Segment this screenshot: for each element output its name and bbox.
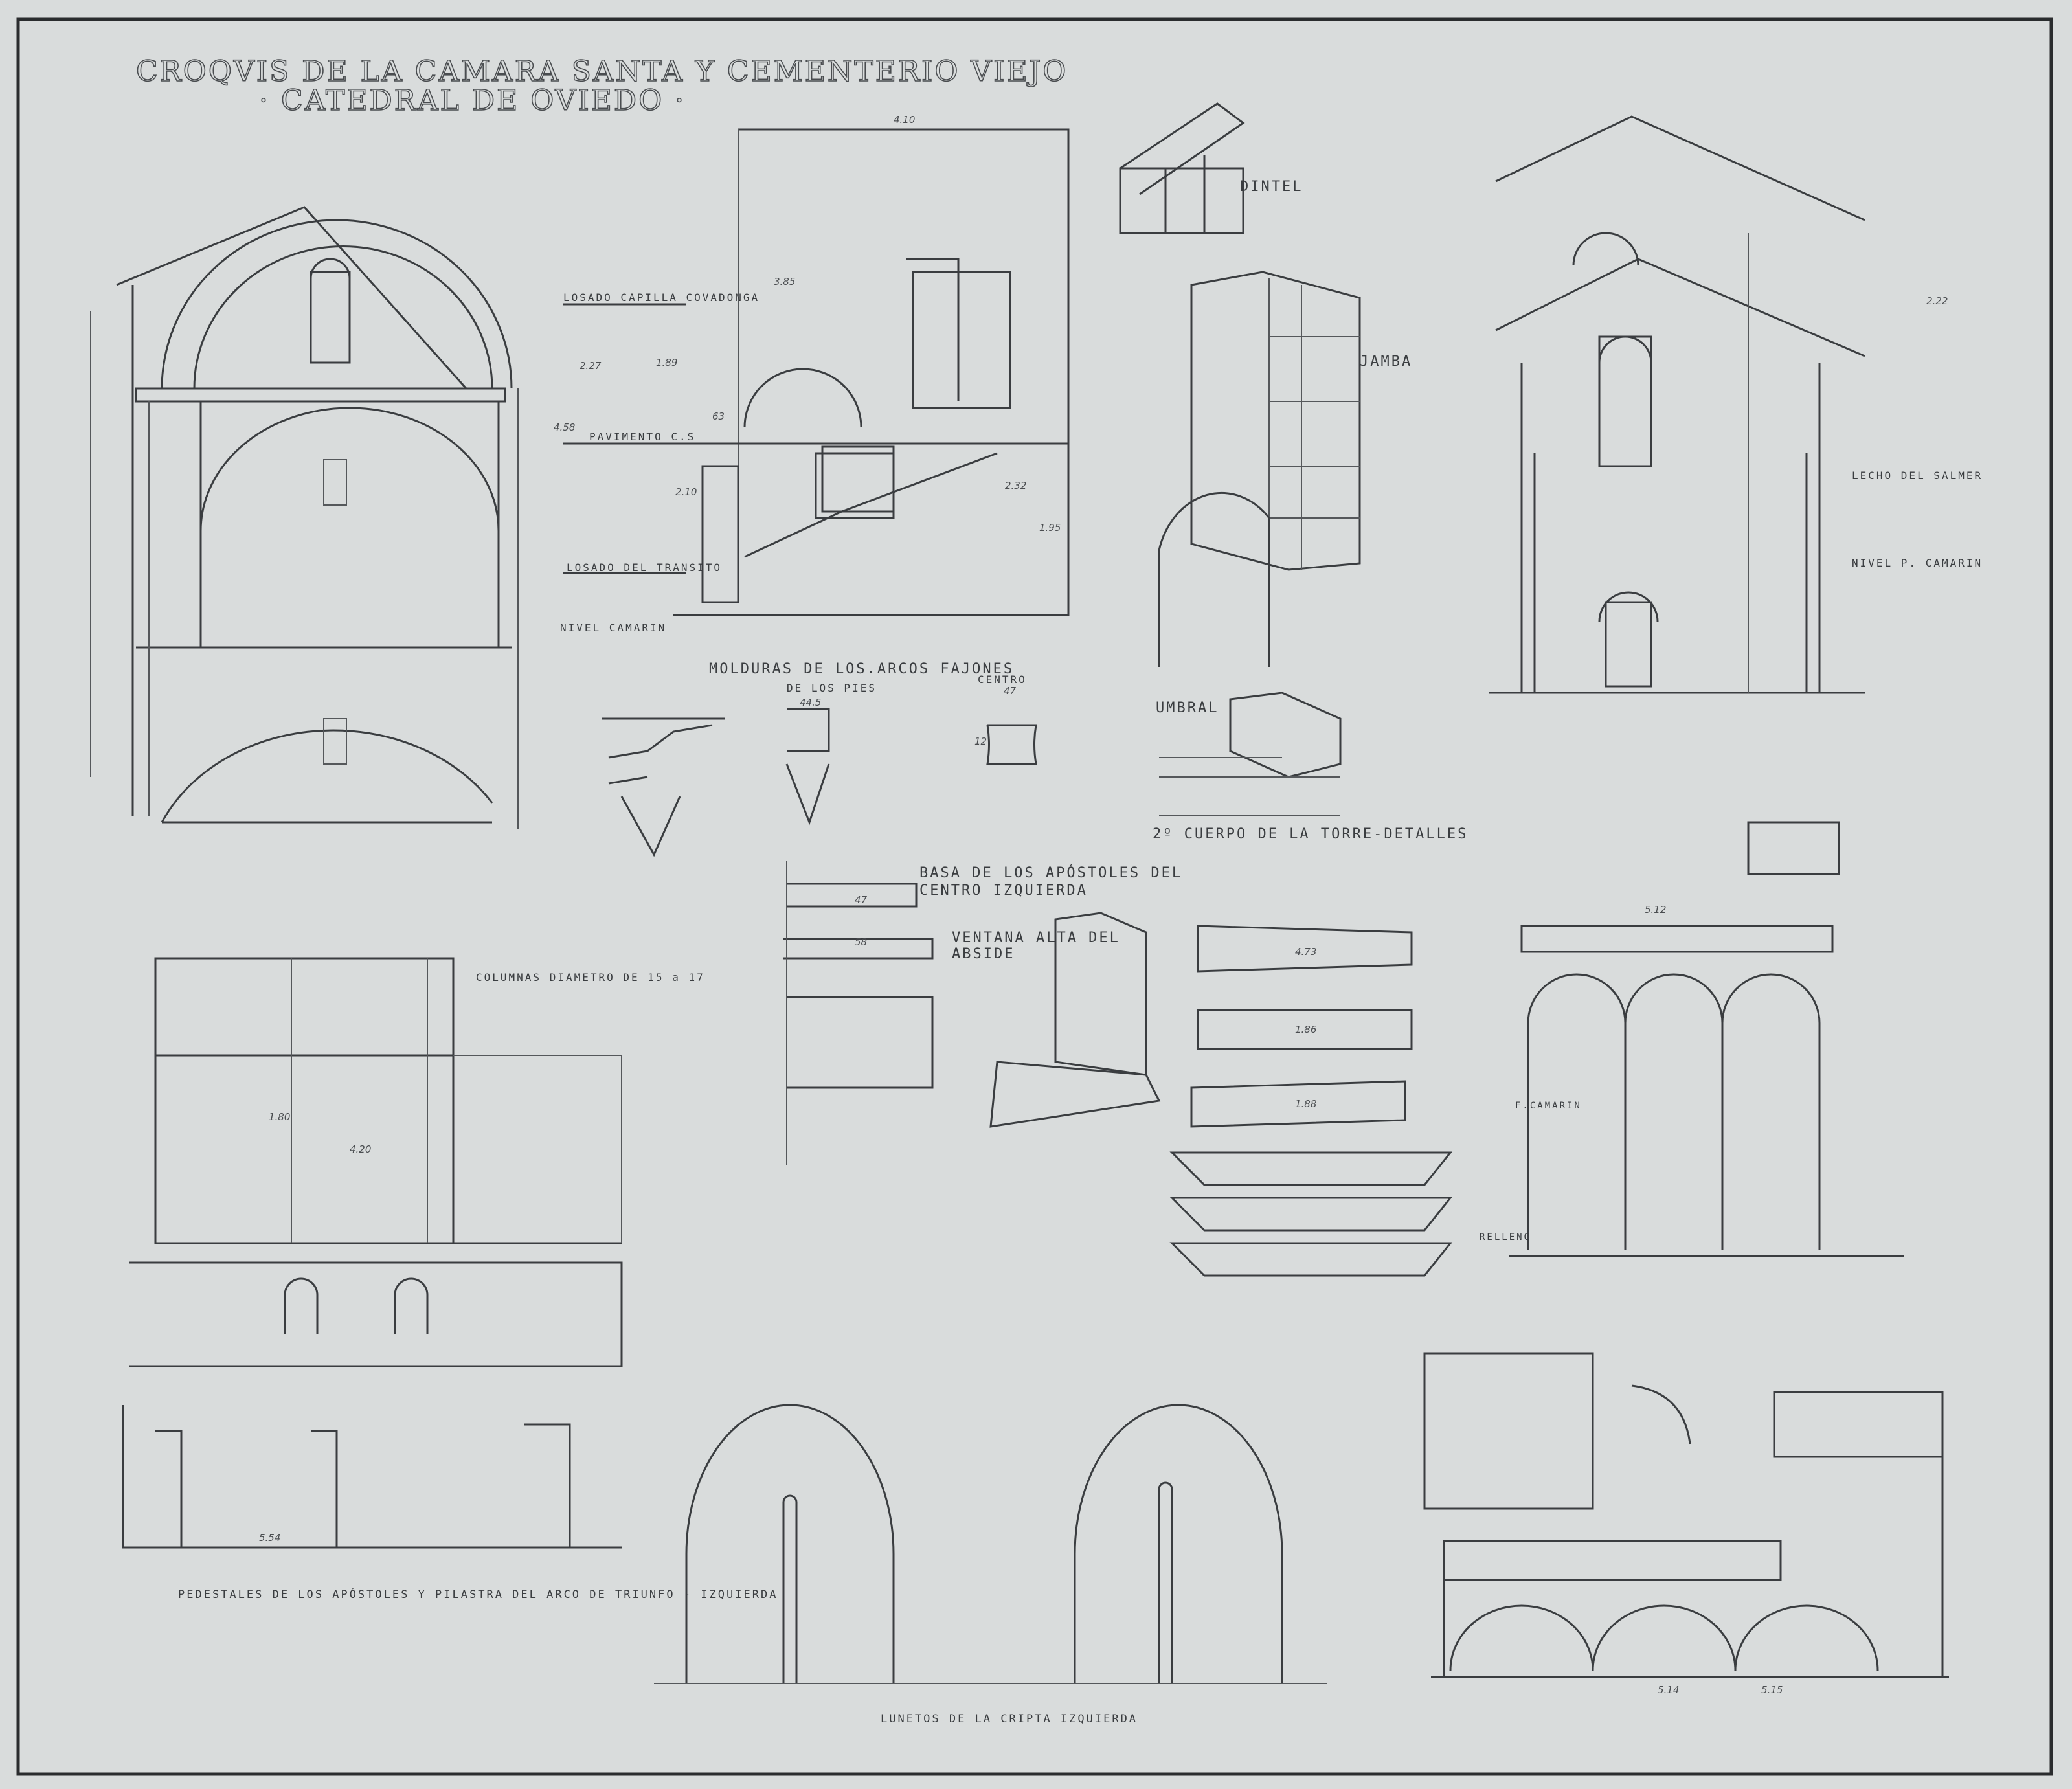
- dim-410: 4.10: [894, 114, 915, 126]
- dim-473: 4.73: [1295, 946, 1316, 958]
- label-torre-detalles: 2º CUERPO DE LA TORRE-DETALLES: [1153, 826, 1468, 842]
- dim-420: 4.20: [350, 1143, 371, 1155]
- dim-58: 58: [855, 936, 867, 948]
- dim-47b: 47: [855, 894, 868, 906]
- lower-arcade: 5.15 5.14: [1423, 1352, 1949, 1696]
- dim-189: 1.89: [656, 357, 677, 368]
- tower-section: LOSADO CAPILLA COVADONGA PAVIMENTO C.S L…: [554, 114, 1070, 634]
- label-pedestales: PEDESTALES DE LOS APÓSTOLES Y PILASTRA D…: [178, 1587, 778, 1601]
- apostles-section: COLUMNAS DIAMETRO DE 15 a 17 1.80 4.20: [130, 957, 705, 1367]
- label-losado-transito: LOSADO DEL TRANSITO: [567, 561, 722, 574]
- dim-515: 5.15: [1761, 1684, 1783, 1696]
- dim-512: 5.12: [1645, 904, 1666, 916]
- drawing-subtitle: · CATEDRAL DE OVIEDO ·: [259, 84, 686, 117]
- label-basa-1: BASA DE LOS APÓSTOLES DEL: [919, 864, 1182, 881]
- sheet-border: [16, 17, 2053, 1776]
- dim-180: 1.80: [269, 1111, 290, 1123]
- label-relleno: RELLENO: [1480, 1232, 1531, 1243]
- dim-227: 2.27: [580, 360, 602, 372]
- dim-210: 2.10: [675, 486, 697, 498]
- label-de-los-pies: DE LOS PIES: [787, 682, 877, 694]
- label-nivel-camarin: NIVEL CAMARIN: [560, 622, 666, 634]
- dim-47: 47: [1004, 685, 1017, 697]
- stone-profiles: 4.73 1.86 1.88: [1169, 925, 1453, 1277]
- dim-186: 1.86: [1295, 1024, 1316, 1035]
- label-f-camarin: F.CAMARIN: [1515, 1101, 1582, 1111]
- pedestales: 5.54 PEDESTALES DE LOS APÓSTOLES Y PILAS…: [122, 1405, 778, 1601]
- label-dintel: DINTEL: [1240, 179, 1303, 195]
- label-pavimento: PAVIMENTO C.S: [589, 431, 695, 443]
- dim-514: 5.14: [1658, 1684, 1679, 1696]
- dim-188: 1.88: [1295, 1098, 1316, 1110]
- dim-195: 1.95: [1039, 522, 1061, 534]
- tower-details: DINTEL JAMBA UMBRAL 2º CUERPO DE LA TORR…: [1119, 102, 1468, 842]
- dim-232: 2.32: [1005, 480, 1026, 491]
- dim-12: 12: [974, 736, 987, 747]
- dim-445: 44.5: [800, 697, 821, 708]
- label-ventana-2: ABSIDE: [952, 946, 1015, 962]
- label-jamba: JAMBA: [1360, 354, 1412, 370]
- label-umbral: UMBRAL: [1156, 700, 1219, 716]
- lunetos-cripta: LUNETOS DE LA CRIPTA IZQUIERDA: [654, 1404, 1327, 1726]
- basa-apostoles: 47 58 BASA DE LOS APÓSTOLES DEL CENTRO I…: [783, 861, 1182, 1165]
- label-lunetos: LUNETOS DE LA CRIPTA IZQUIERDA: [881, 1713, 1138, 1726]
- label-molduras: MOLDURAS DE LOS.ARCOS FAJONES: [709, 661, 1014, 677]
- camara-santa-section: [90, 206, 519, 829]
- label-losado-capilla: LOSADO CAPILLA COVADONGA: [563, 291, 760, 304]
- dim-385: 3.85: [774, 276, 795, 287]
- label-nivel-p-camarin: NIVEL P. CAMARIN: [1852, 557, 1983, 569]
- label-lecho-salmer: LECHO DEL SALMER: [1852, 469, 1983, 482]
- dim-63: 63: [712, 411, 725, 422]
- label-centro: CENTRO: [978, 673, 1027, 686]
- dim-458: 4.58: [554, 422, 575, 433]
- label-columnas: COLUMNAS DIAMETRO DE 15 a 17: [476, 971, 705, 984]
- label-basa-2: CENTRO IZQUIERDA: [919, 883, 1088, 899]
- molduras-arcos-fajones: MOLDURAS DE LOS.ARCOS FAJONES DE LOS PIE…: [602, 661, 1037, 857]
- drawing-title: CROQVIS DE LA CAMARA SANTA Y CEMENTERIO …: [136, 55, 1068, 88]
- dim-222: 2.22: [1926, 295, 1948, 307]
- arcade-elevation: F.CAMARIN RELLENO 5.12: [1480, 821, 1904, 1257]
- facade-elevation: LECHO DEL SALMER NIVEL P. CAMARIN 2.22: [1489, 115, 1983, 694]
- dim-554: 5.54: [259, 1532, 280, 1544]
- label-ventana-1: VENTANA ALTA DEL: [952, 930, 1120, 946]
